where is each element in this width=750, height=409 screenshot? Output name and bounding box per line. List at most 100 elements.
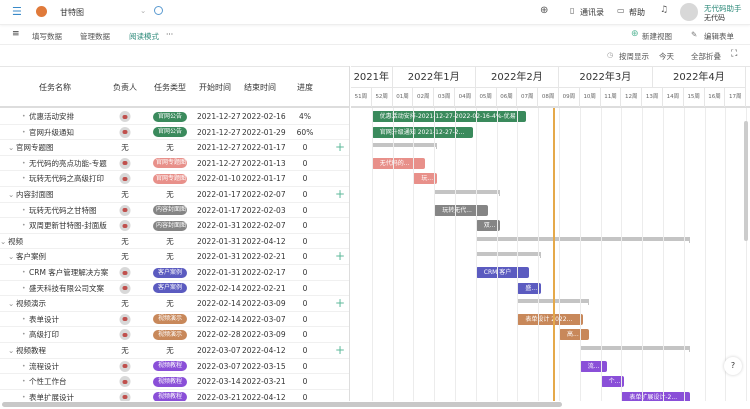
task-name[interactable]: 双周更新甘特图-封面版 (29, 221, 107, 231)
task-name[interactable]: 内容封面图 (16, 190, 54, 199)
help-float-button[interactable]: ? (724, 357, 742, 375)
group-summary-bar[interactable] (371, 143, 438, 150)
task-name[interactable]: 客户案例 (16, 252, 46, 262)
add-subtask-icon[interactable]: + (335, 343, 346, 357)
home-icon[interactable] (36, 6, 47, 17)
chevron-down-icon[interactable]: ⌄ (8, 143, 15, 153)
fullscreen-icon[interactable]: ⛶ (731, 49, 738, 59)
bell-icon[interactable]: ♫ (660, 5, 669, 15)
help-icon[interactable]: ▭ (617, 6, 625, 15)
add-subtask-icon[interactable]: + (335, 249, 346, 264)
user-avatar[interactable] (680, 3, 698, 21)
bullet-icon: • (22, 206, 26, 214)
task-name[interactable]: 高级打印 (29, 330, 59, 340)
task-bar[interactable]: 无代码的... (371, 157, 426, 169)
task-bar[interactable]: 盛... (517, 282, 542, 294)
task-bar[interactable]: 玩... (413, 173, 438, 185)
edit-form-button[interactable]: 编辑表单 (704, 32, 734, 41)
read-mode-button[interactable]: 阅读模式 (129, 32, 159, 41)
task-name[interactable]: 流程设计 (29, 361, 59, 371)
task-name[interactable]: 玩转无代码之高级打印 (29, 174, 104, 184)
collapse-all-button[interactable]: 全部折叠 (691, 52, 721, 61)
task-name[interactable]: 盛天科技有限公司文案 (29, 283, 104, 293)
task-name[interactable]: 表单设计 (29, 314, 59, 324)
horizontal-scrollbar[interactable] (2, 402, 562, 407)
new-view-button[interactable]: 新建视图 (642, 32, 672, 41)
add-subtask-icon[interactable]: + (335, 296, 346, 311)
user-name[interactable]: 无代码助手 (704, 4, 742, 13)
task-name[interactable]: 玩转无代码之甘特图 (29, 205, 97, 215)
chevron-down-icon[interactable]: ⌄ (8, 346, 15, 355)
chevron-down-icon[interactable]: ⌄ (8, 190, 15, 199)
vertical-scrollbar[interactable] (744, 121, 748, 241)
group-summary-bar[interactable] (434, 190, 500, 196)
task-name[interactable]: 优惠活动安排 (29, 112, 74, 121)
task-name[interactable]: CRM 客户管理解决方案 (29, 268, 109, 277)
task-name[interactable]: 视频演示 (16, 299, 46, 309)
task-bar[interactable]: 官网升级通知 2021-12-27-2... (371, 126, 473, 138)
task-bar[interactable]: 表单扩展设计-2... (621, 391, 690, 401)
by-week-button[interactable]: 按周显示 (619, 52, 649, 61)
task-name[interactable]: 无代码的亮点功能-专题 (29, 158, 107, 168)
help-link[interactable]: 帮助 (629, 8, 645, 17)
start-date: 2022-01-10 (197, 174, 241, 184)
chevron-down-icon[interactable]: ⌄ (8, 252, 15, 262)
more-button[interactable]: ··· (166, 30, 174, 39)
fill-data-button[interactable]: 填写数据 (32, 32, 62, 41)
task-bar[interactable]: 高... (559, 329, 589, 341)
group-summary-bar[interactable] (475, 252, 542, 259)
task-bar[interactable]: 玩转无代... (434, 204, 488, 216)
progress: 0 (302, 268, 308, 277)
task-bar[interactable]: 双... (475, 220, 500, 232)
add-subtask-icon[interactable]: + (335, 140, 346, 155)
grid-line (538, 108, 540, 401)
add-subtask-icon[interactable]: + (335, 187, 346, 201)
group-summary-bar[interactable] (475, 236, 690, 243)
add-circle-icon[interactable]: ⊕ (540, 5, 549, 16)
today-button[interactable]: 今天 (659, 52, 674, 61)
contacts-icon[interactable]: ▯ (570, 6, 575, 15)
grid-line (475, 108, 477, 401)
chevron-down-icon[interactable]: ⌄ (140, 6, 147, 15)
group-summary-bar[interactable] (579, 346, 690, 352)
task-bar[interactable]: 个... (600, 376, 625, 388)
task-name[interactable]: 视频 (8, 236, 23, 246)
info-icon[interactable] (154, 6, 163, 15)
task-name[interactable]: 个性工作台 (29, 377, 67, 387)
task-name[interactable]: 表单扩展设计 (29, 392, 74, 401)
chevron-down-icon[interactable]: ⌄ (0, 236, 7, 246)
task-type: 无 (166, 346, 174, 355)
task-bar[interactable]: 流... (579, 360, 607, 372)
task-name[interactable]: 官网升级通知 (29, 127, 74, 137)
task-bar[interactable]: CRM 客户 (475, 267, 530, 278)
task-name[interactable]: 视频教程 (16, 346, 46, 355)
chevron-down-icon[interactable]: ⌄ (8, 299, 15, 309)
task-bar[interactable]: 表单设计 2022... (517, 313, 583, 325)
contacts-link[interactable]: 通讯录 (580, 8, 604, 17)
menu-list-icon[interactable]: ☰ (12, 5, 22, 18)
sidebar-toggle-icon[interactable]: ≡ (12, 29, 20, 39)
manage-data-button[interactable]: 管理数据 (80, 32, 110, 41)
task-bar[interactable]: 优惠活动安排-2021-12-27-2022-02-16-4%-优易 (371, 111, 527, 122)
task-name[interactable]: 官网专题图 (16, 143, 54, 153)
